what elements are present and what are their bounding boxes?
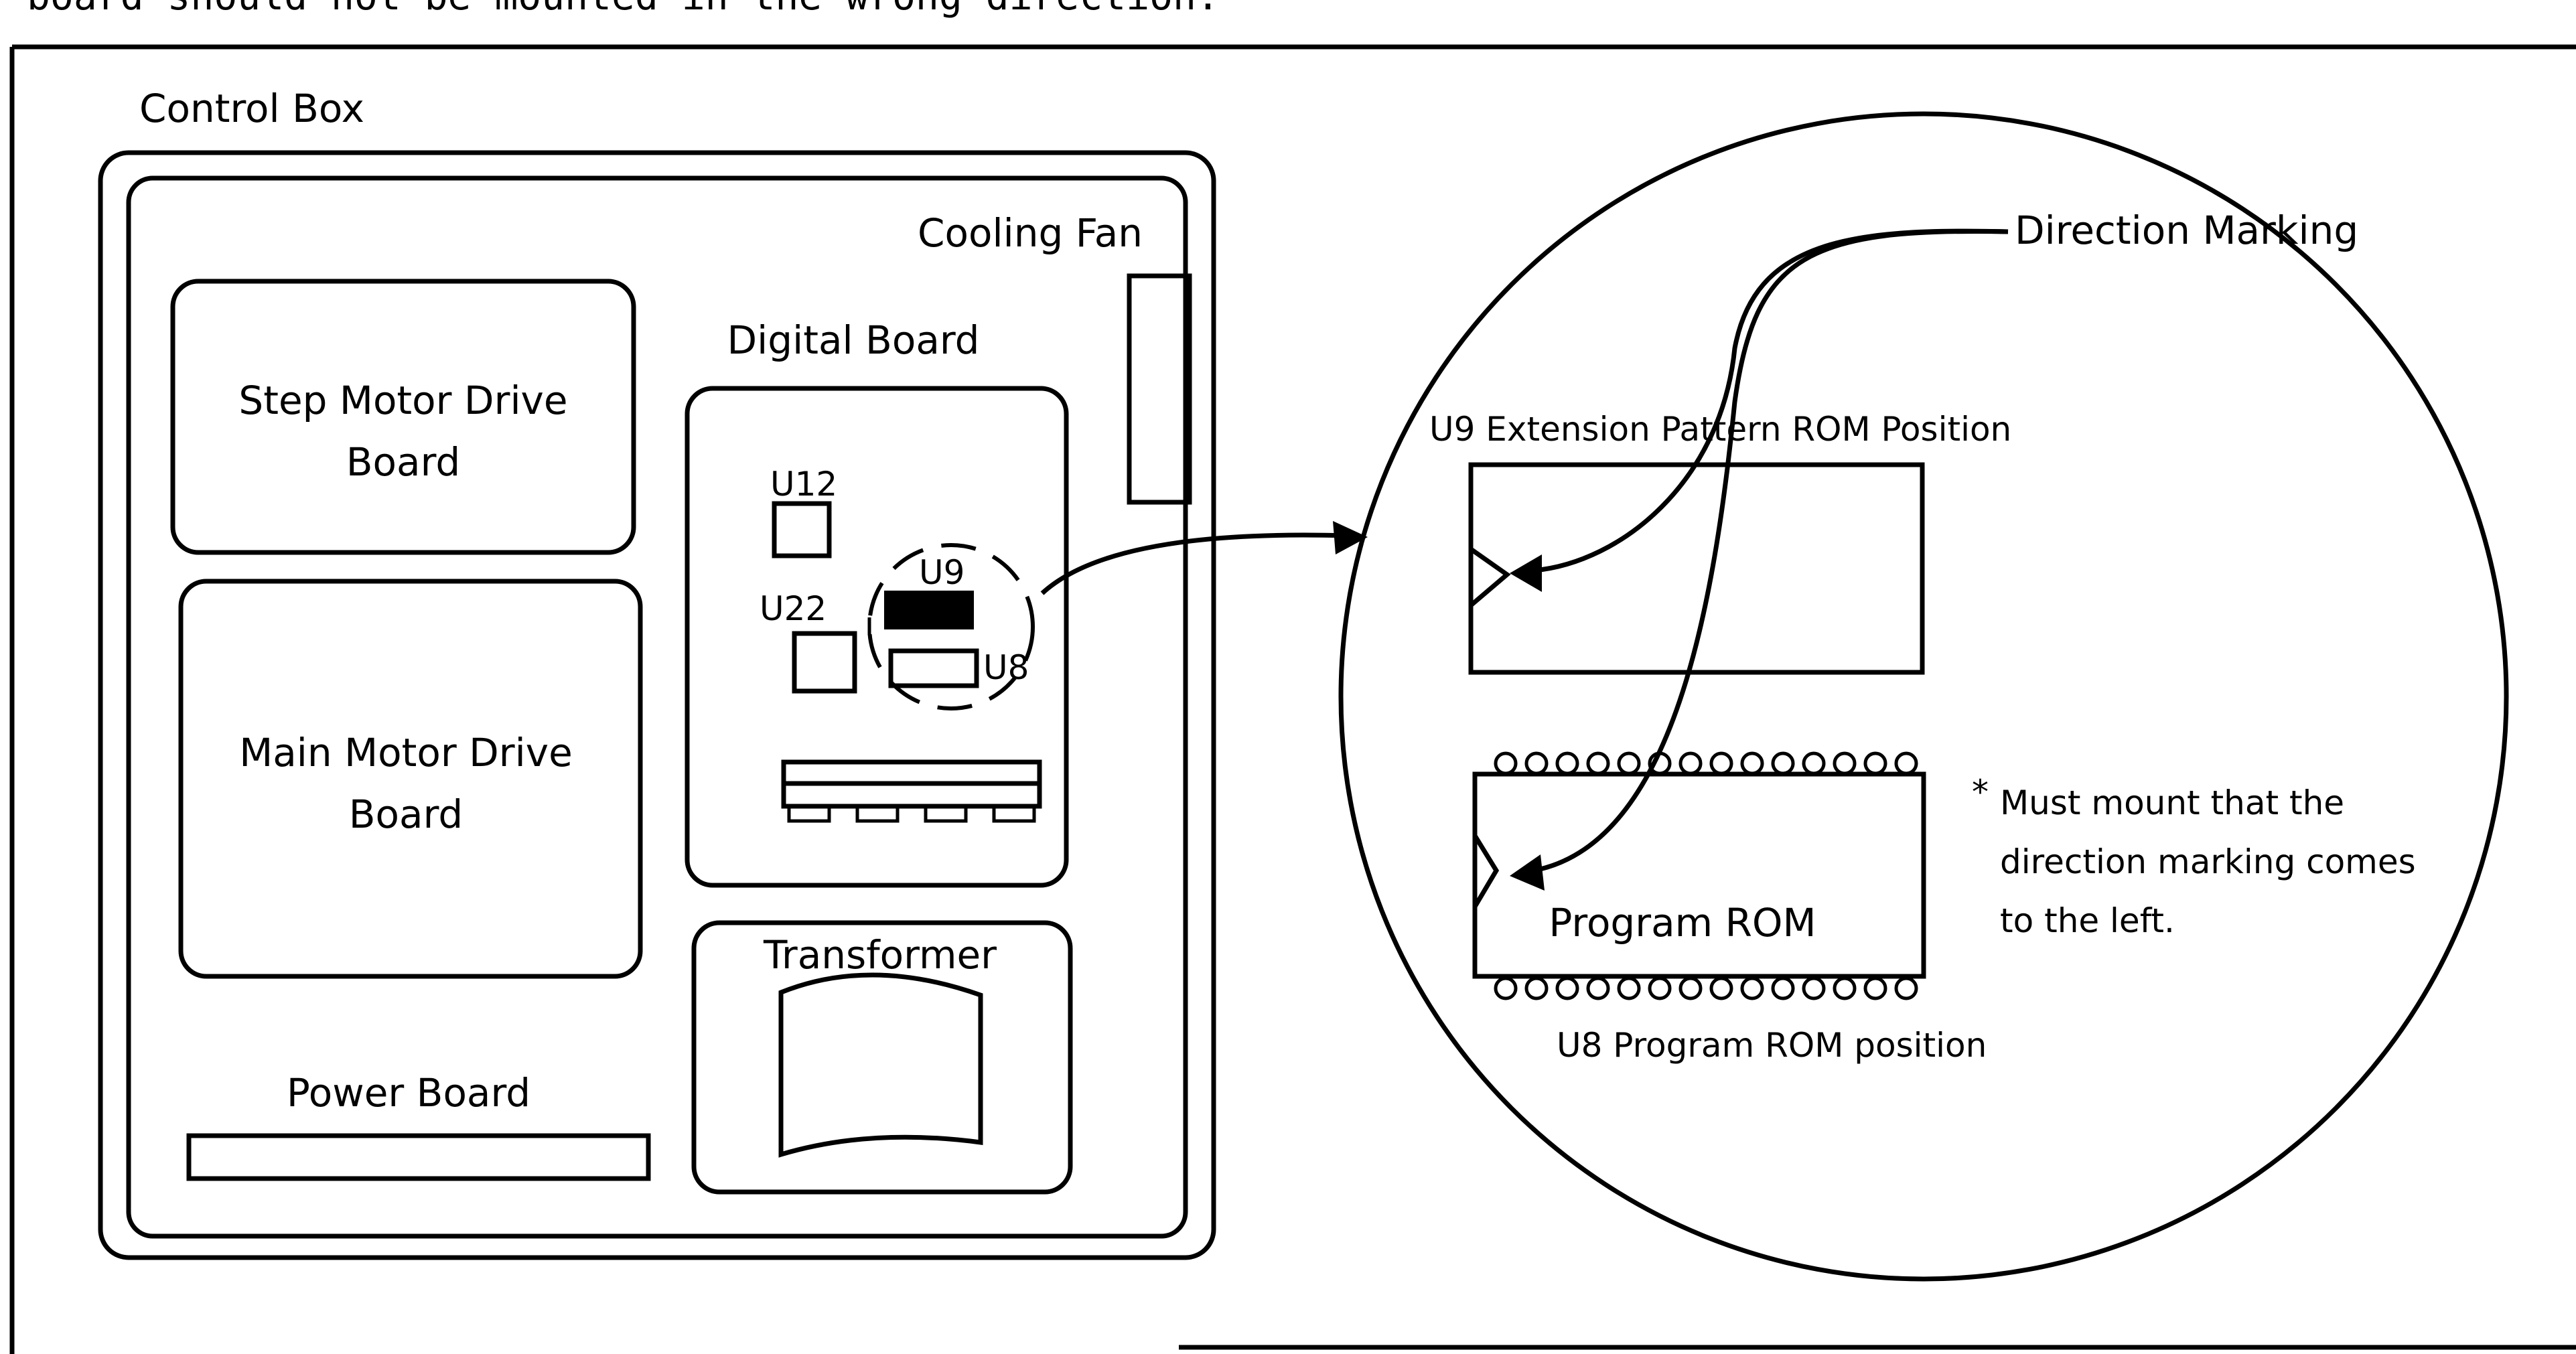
control-box-label: Control Box xyxy=(139,86,364,131)
transformer-box xyxy=(691,920,1073,1195)
direction-leader-u9 xyxy=(1533,228,2009,573)
transformer-core xyxy=(778,972,983,1158)
u9-u8-highlight-circle xyxy=(867,543,1035,710)
u22-label: U22 xyxy=(760,589,827,628)
u8-program-rom-position-label: U8 Program ROM position xyxy=(1557,1026,1987,1065)
u8-chip xyxy=(888,648,979,688)
program-rom-top-pins xyxy=(1494,751,1918,775)
program-rom-chip xyxy=(1472,771,1926,979)
main-motor-label-line2: Board xyxy=(349,792,463,837)
step-motor-drive-board xyxy=(170,279,636,555)
u9-direction-notch xyxy=(1469,547,1511,607)
cooling-fan-label: Cooling Fan xyxy=(918,210,1143,256)
u22-chip xyxy=(792,631,857,694)
control-box-inner xyxy=(126,175,1188,1239)
transformer-label: Transformer xyxy=(763,932,997,978)
program-rom-label: Program ROM xyxy=(1549,900,1816,946)
main-motor-drive-board xyxy=(178,579,643,979)
direction-arrowhead-u9 xyxy=(1510,554,1542,592)
cooling-fan xyxy=(1127,273,1192,505)
power-board xyxy=(186,1133,651,1181)
digital-board-label: Digital Board xyxy=(727,317,980,363)
magnified-view-circle xyxy=(1338,111,2509,1282)
u8-label: U8 xyxy=(983,648,1029,687)
direction-leader-rom xyxy=(1533,229,2009,873)
magnify-arrowhead xyxy=(1333,521,1368,554)
magnify-arrow xyxy=(1040,532,1347,595)
main-motor-label-line1: Main Motor Drive xyxy=(239,730,573,775)
step-motor-label-line2: Board xyxy=(346,439,460,485)
header-fragment: board should not be mounted in the wrong… xyxy=(27,0,1220,19)
program-rom-direction-notch xyxy=(1472,834,1500,908)
step-motor-label-line1: Step Motor Drive xyxy=(238,378,567,423)
note-line2: direction marking comes xyxy=(2000,842,2416,881)
outer-frame xyxy=(9,44,2576,1354)
control-box-outer xyxy=(98,150,1216,1260)
u12-chip xyxy=(772,501,832,558)
direction-arrowhead-rom xyxy=(1510,854,1545,891)
digital-board xyxy=(685,386,1069,888)
power-board-label: Power Board xyxy=(287,1070,530,1116)
program-rom-bottom-pins xyxy=(1494,976,1918,1000)
note-line1: Must mount that the xyxy=(2000,783,2344,822)
digital-board-connector xyxy=(781,759,1042,823)
direction-marking-label: Direction Marking xyxy=(2015,208,2358,253)
u9-chip xyxy=(884,591,974,629)
note-line3: to the left. xyxy=(2000,901,2175,940)
u9-label: U9 xyxy=(919,553,964,592)
note-asterisk: * xyxy=(1972,773,1989,812)
u12-label: U12 xyxy=(770,465,837,504)
